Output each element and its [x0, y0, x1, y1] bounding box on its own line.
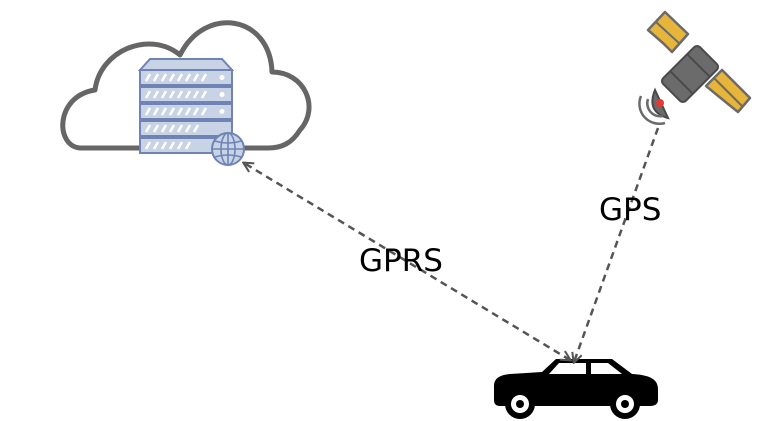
- gprs-label: GPRS: [359, 243, 443, 279]
- gprs-link: [244, 163, 570, 360]
- globe-icon: [211, 132, 245, 166]
- car-window-right: [591, 363, 622, 374]
- cloud-server-icon: [60, 20, 312, 166]
- satellite-icon: [638, 10, 752, 126]
- car-window-left: [549, 363, 586, 374]
- car-icon: [494, 359, 658, 419]
- gps-link: [574, 127, 660, 362]
- gps-label: GPS: [599, 192, 662, 228]
- server-rack: [137, 58, 235, 154]
- signal-dot: [656, 99, 664, 107]
